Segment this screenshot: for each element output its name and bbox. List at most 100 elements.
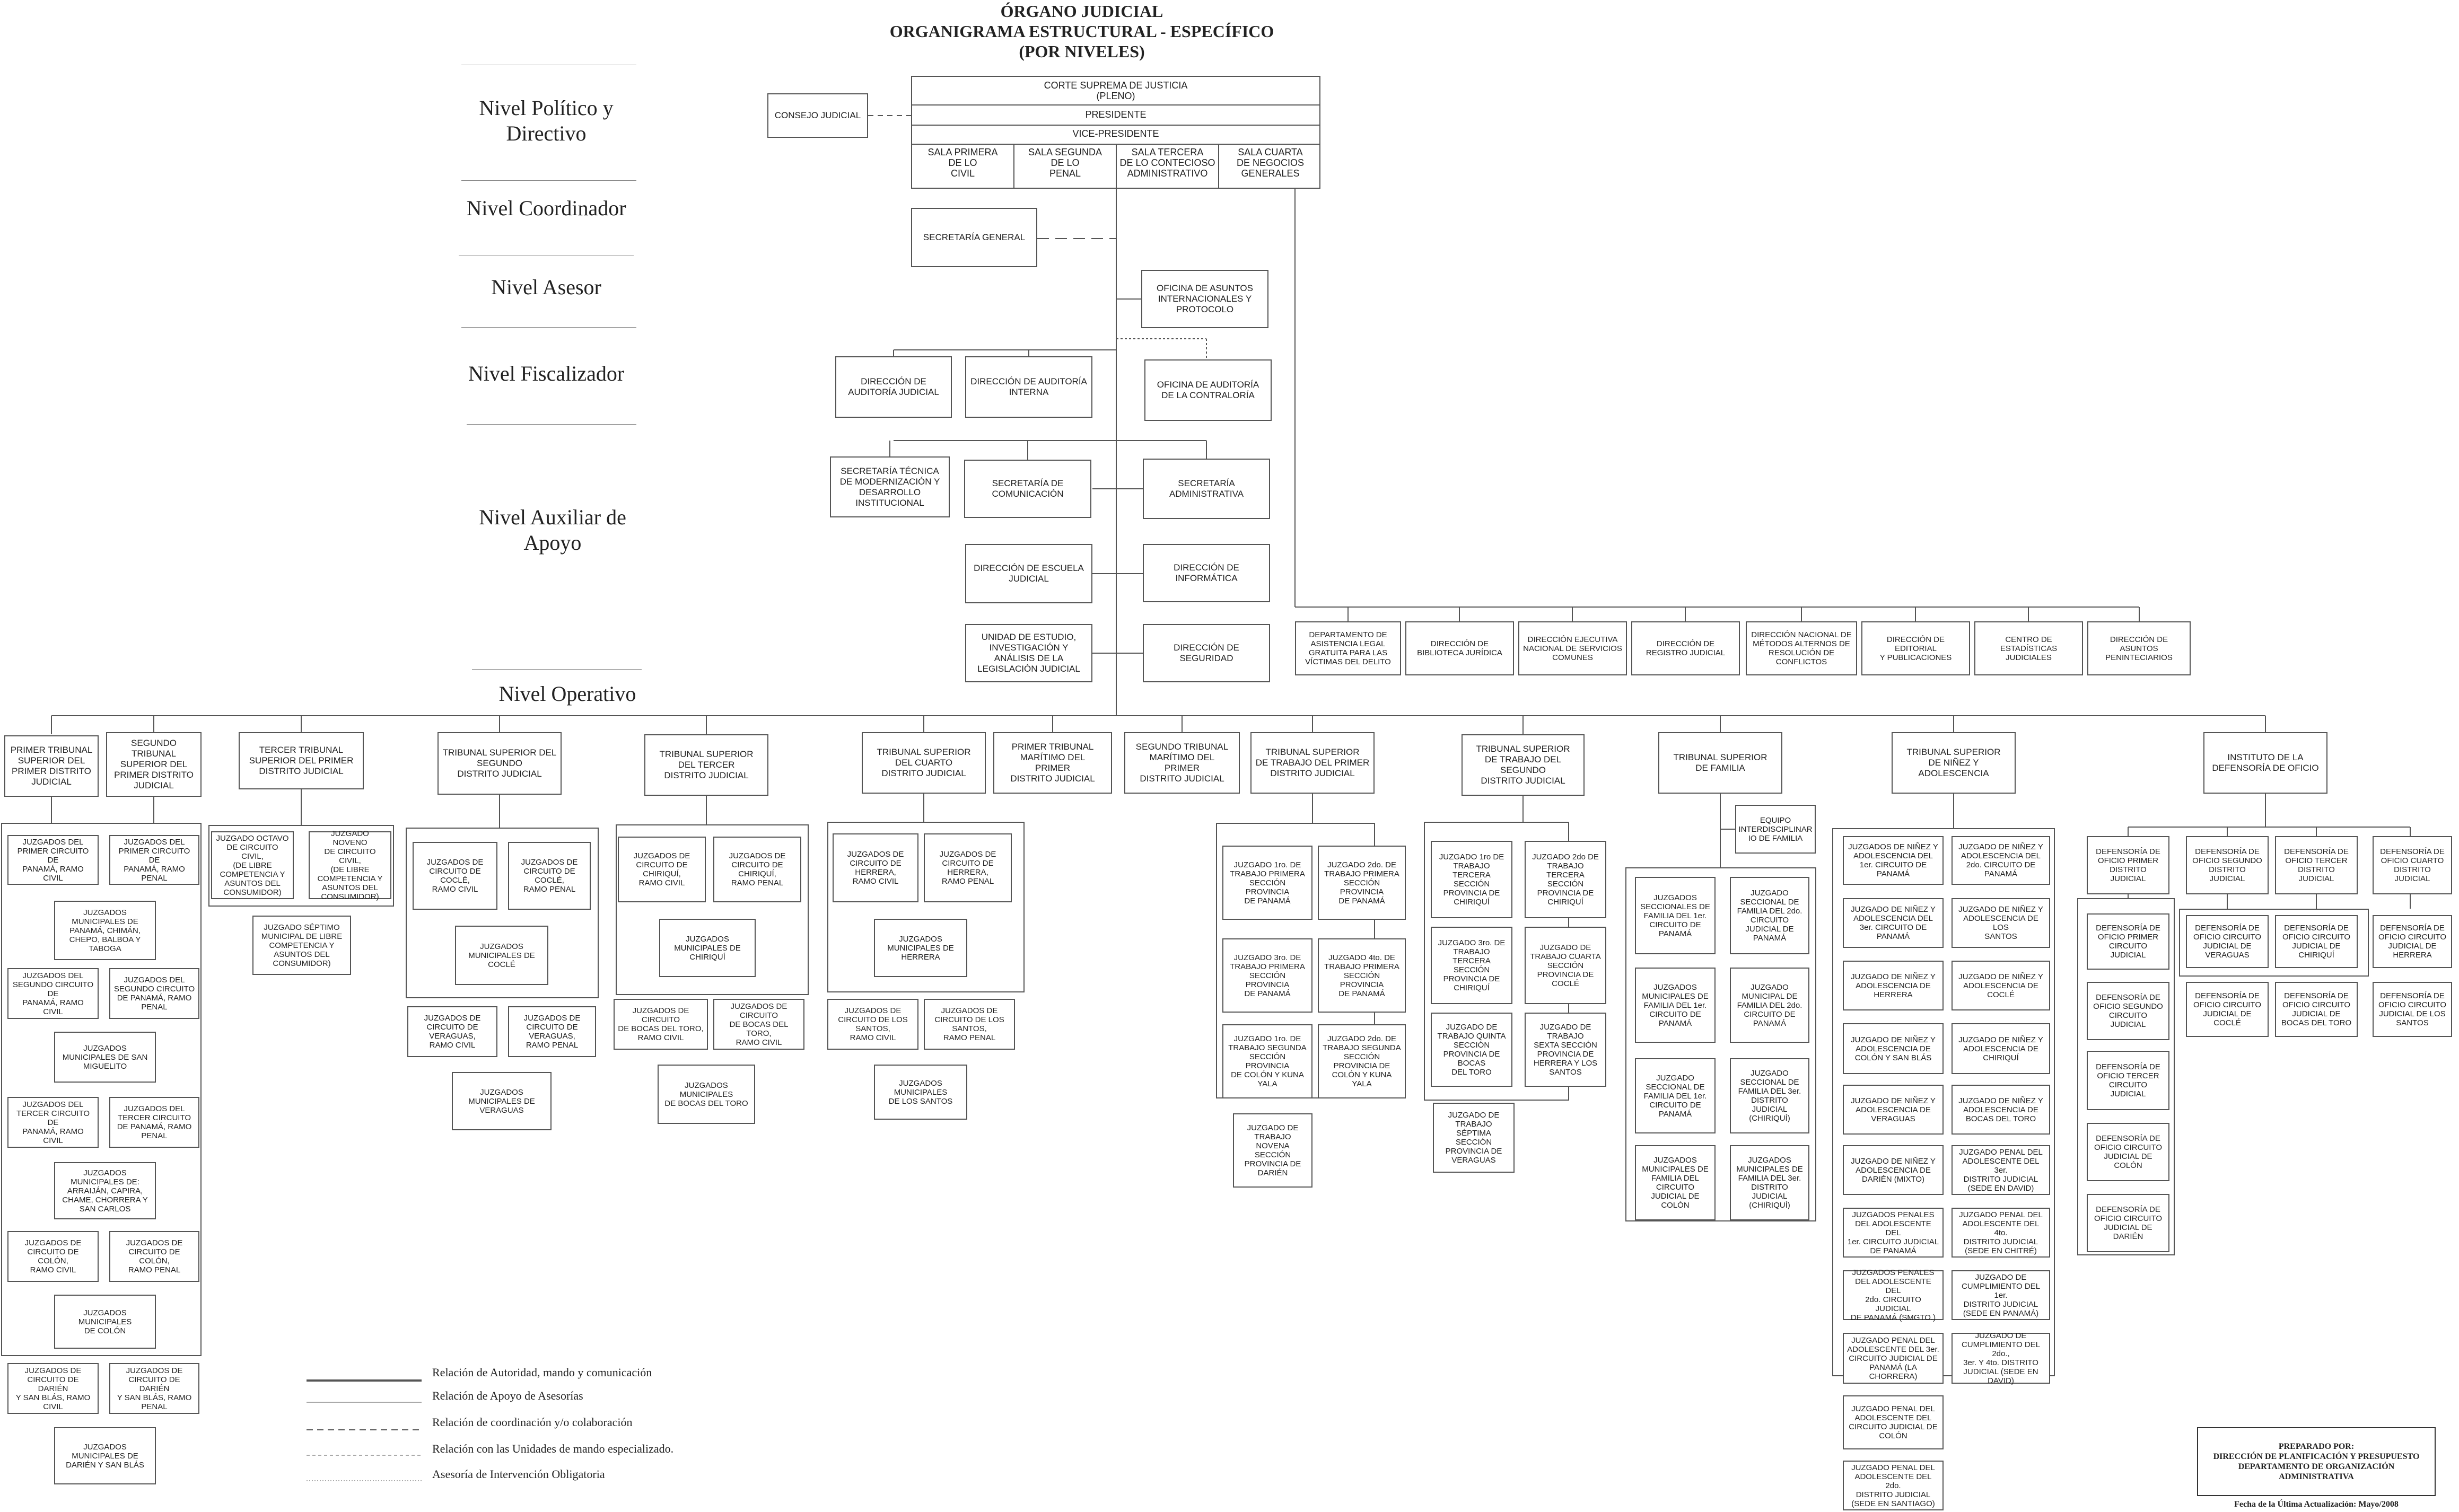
juzgado-box[interactable]: JUZGADOS MUNICIPALES DE SAN MIGUELITO: [54, 1032, 156, 1083]
juzgado-box[interactable]: JUZGADO SECCIONAL DE FAMILIA DEL 1er. CI…: [1635, 1058, 1716, 1133]
juzgado-box[interactable]: JUZGADOS MUNICIPALES DE: ARRAIJÁN, CAPIR…: [54, 1162, 156, 1219]
juzgado-box[interactable]: JUZGADOS DE CIRCUITO DE CHIRIQUÍ, RAMO C…: [618, 837, 706, 902]
juzgado-box[interactable]: JUZGADO PENAL DEL ADOLESCENTE DEL 3er. C…: [1843, 1333, 1944, 1384]
juzgado-box[interactable]: JUZGADO 2do DE TRABAJO TERCERA SECCIÓN P…: [1525, 841, 1606, 918]
defensoria-box[interactable]: DEFENSORÍA DE OFICIO CIRCUITO JUDICIAL D…: [2373, 915, 2452, 968]
tribunal-box[interactable]: PRIMER TRIBUNAL MARÍTIMO DEL PRIMER DIST…: [993, 732, 1112, 794]
juzgado-box[interactable]: JUZGADOS DEL TERCER CIRCUITO DE PANAMÁ, …: [109, 1097, 199, 1148]
juzgado-box[interactable]: JUZGADOS DE CIRCUITO DE LOS SANTOS, RAMO…: [924, 999, 1015, 1050]
informatica-box[interactable]: DIRECCIÓN DE INFORMÁTICA: [1143, 544, 1270, 602]
tribunal-box[interactable]: PRIMER TRIBUNAL SUPERIOR DEL PRIMER DIST…: [4, 735, 99, 797]
juzgado-box[interactable]: JUZGADOS DE CIRCUITO DE CHIRIQUÍ, RAMO P…: [713, 837, 801, 902]
juzgado-box[interactable]: JUZGADO DE CUMPLIMIENTO DEL 2do., 3er. Y…: [1952, 1331, 2050, 1385]
juzgado-box[interactable]: JUZGADO DE NIÑEZ Y ADOLESCENCIA DE LOS S…: [1952, 898, 2050, 948]
defensoria-box[interactable]: DEFENSORÍA DE OFICIO SEGUNDO CIRCUITO JU…: [2087, 982, 2169, 1040]
defensoria-box[interactable]: DEFENSORÍA DE OFICIO CIRCUITO JUDICIAL D…: [2087, 1123, 2169, 1181]
tribunal-box[interactable]: INSTITUTO DE LA DEFENSORÍA DE OFICIO: [2203, 732, 2327, 794]
direccion-box[interactable]: DIRECCIÓN DE EDITORIAL Y PUBLICACIONES: [1861, 621, 1970, 675]
juzgado-box[interactable]: JUZGADOS MUNICIPALES DE VERAGUAS: [452, 1072, 552, 1130]
tribunal-box[interactable]: TRIBUNAL SUPERIOR DEL TERCER DISTRITO JU…: [644, 734, 768, 796]
defensoria-box[interactable]: DEFENSORÍA DE OFICIO TERCER DISTRITO JUD…: [2275, 836, 2358, 894]
juzgado-box[interactable]: JUZGADO OCTAVO DE CIRCUITO CIVIL, (DE LI…: [211, 831, 294, 899]
juzgado-box[interactable]: JUZGADOS DEL PRIMER CIRCUITO DE PANAMÁ, …: [7, 835, 99, 885]
auditoria-contraloria-box[interactable]: OFICINA DE AUDITORÍA DE LA CONTRALORÍA: [1144, 359, 1272, 421]
juzgado-box[interactable]: JUZGADO DE TRABAJO SÉPTIMA SECCIÓN PROVI…: [1433, 1103, 1515, 1173]
juzgado-box[interactable]: JUZGADO 1ro DE TRABAJO TERCERA SECCIÓN P…: [1431, 841, 1512, 918]
direccion-box[interactable]: DIRECCIÓN EJECUTIVA NACIONAL DE SERVICIO…: [1518, 621, 1627, 675]
juzgado-box[interactable]: JUZGADOS PENALES DEL ADOLESCENTE DEL 1er…: [1843, 1208, 1944, 1258]
juzgado-box[interactable]: JUZGADOS DEL TERCER CIRCUITO DE PANAMÁ, …: [7, 1097, 99, 1148]
tribunal-box[interactable]: TRIBUNAL SUPERIOR DEL CUARTO DISTRITO JU…: [862, 732, 986, 794]
defensoria-box[interactable]: DEFENSORÍA DE OFICIO CIRCUITO JUDICIAL D…: [2275, 982, 2358, 1037]
juzgado-box[interactable]: JUZGADOS MUNICIPALES DE COLÓN: [54, 1295, 156, 1349]
juzgado-box[interactable]: JUZGADO DE TRABAJO CUARTA SECCIÓN PROVIN…: [1525, 927, 1606, 1004]
tribunal-box[interactable]: TERCER TRIBUNAL SUPERIOR DEL PRIMER DIST…: [239, 732, 364, 789]
sala-segunda[interactable]: SALA SEGUNDA DE LO PENAL: [1014, 144, 1117, 189]
secretaria-administrativa-box[interactable]: SECRETARÍA ADMINISTRATIVA: [1143, 459, 1270, 519]
juzgado-box[interactable]: JUZGADO DE NIÑEZ Y ADOLESCENCIA DEL 3er.…: [1843, 898, 1944, 948]
juzgado-box[interactable]: JUZGADOS DE CIRCUITO DE HERRERA, RAMO PE…: [924, 833, 1012, 902]
defensoria-box[interactable]: DEFENSORÍA DE OFICIO CUARTO DISTRITO JUD…: [2373, 836, 2452, 894]
juzgado-box[interactable]: JUZGADO DE TRABAJO QUINTA SECCIÓN PROVIN…: [1431, 1013, 1512, 1087]
juzgado-box[interactable]: JUZGADOS MUNICIPALES DE PANAMÁ, CHIMÁN, …: [54, 901, 156, 960]
direccion-box[interactable]: DIRECCIÓN NACIONAL DE MÉTODOS ALTERNOS D…: [1746, 621, 1857, 675]
defensoria-box[interactable]: DEFENSORÍA DE OFICIO CIRCUITO JUDICIAL D…: [2087, 1194, 2169, 1252]
juzgado-box[interactable]: JUZGADOS MUNICIPALES DE LOS SANTOS: [874, 1065, 967, 1120]
juzgado-box[interactable]: JUZGADO 1ro. DE TRABAJO PRIMERA SECCIÓN …: [1222, 846, 1312, 920]
juzgado-box[interactable]: JUZGADOS DE CIRCUITO DE VERAGUAS, RAMO P…: [508, 1006, 596, 1057]
juzgado-box[interactable]: JUZGADOS MUNICIPALES DE BOCAS DEL TORO: [658, 1065, 755, 1124]
juzgado-box[interactable]: JUZGADOS DEL SEGUNDO CIRCUITO DE PANAMÁ,…: [109, 968, 199, 1019]
juzgado-box[interactable]: JUZGADOS DE CIRCUITO DE HERRERA, RAMO CI…: [833, 833, 918, 902]
juzgado-box[interactable]: JUZGADO DE NIÑEZ Y ADOLESCENCIA DEL 2do.…: [1952, 836, 2050, 885]
direccion-box[interactable]: DIRECCIÓN DE ASUNTOS PENINTECIARIOS: [2087, 621, 2191, 675]
tribunal-box[interactable]: TRIBUNAL SUPERIOR DE TRABAJO DEL PRIMER …: [1250, 732, 1375, 794]
juzgado-box[interactable]: JUZGADOS MUNICIPALES DE COCLÉ: [455, 926, 548, 985]
defensoria-box[interactable]: DEFENSORÍA DE OFICIO CIRCUITO JUDICIAL D…: [2186, 982, 2269, 1037]
juzgado-box[interactable]: JUZGADOS MUNICIPALES DE FAMILIA DEL CIRC…: [1635, 1145, 1716, 1220]
juzgado-box[interactable]: JUZGADO DE CUMPLIMIENTO DEL 1er. DISTRIT…: [1952, 1270, 2050, 1320]
direccion-box[interactable]: DEPARTAMENTO DE ASISTENCIA LEGAL GRATUIT…: [1295, 621, 1401, 675]
juzgado-box[interactable]: JUZGADOS MUNICIPALES DE FAMILIA DEL 1er.…: [1635, 968, 1716, 1043]
juzgado-box[interactable]: JUZGADOS DE CIRCUITO DE COCLÉ, RAMO PENA…: [508, 842, 591, 910]
equipo-interdisciplinario-box[interactable]: EQUIPO INTERDISCIPLINAR IO DE FAMILIA: [1735, 805, 1816, 854]
tribunal-box[interactable]: TRIBUNAL SUPERIOR DE FAMILIA: [1658, 732, 1782, 794]
juzgado-box[interactable]: JUZGADOS DE NIÑEZ Y ADOLESCENCIA DEL 1er…: [1843, 836, 1944, 885]
juzgado-box[interactable]: JUZGADOS DEL PRIMER CIRCUITO DE PANAMÁ, …: [109, 835, 199, 885]
direccion-box[interactable]: DIRECCIÓN DE REGISTRO JUDICIAL: [1631, 621, 1740, 675]
juzgado-box[interactable]: JUZGADO DE NIÑEZ Y ADOLESCENCIA DE CHIRI…: [1952, 1023, 2050, 1074]
defensoria-box[interactable]: DEFENSORÍA DE OFICIO CIRCUITO JUDICIAL D…: [2373, 982, 2452, 1037]
defensoria-box[interactable]: DEFENSORÍA DE OFICIO PRIMER CIRCUITO JUD…: [2087, 913, 2169, 970]
juzgado-box[interactable]: JUZGADOS MUNICIPALES DE DARIÉN Y SAN BLÁ…: [54, 1427, 156, 1484]
juzgado-box[interactable]: JUZGADOS DE CIRCUITO DE COLÓN, RAMO CIVI…: [7, 1231, 99, 1282]
sala-primera[interactable]: SALA PRIMERA DE LO CIVIL: [912, 144, 1014, 189]
juzgado-box[interactable]: JUZGADO DE TRABAJO SEXTA SECCIÓN PROVINC…: [1525, 1013, 1606, 1087]
juzgado-box[interactable]: JUZGADOS DE CIRCUITO DE BOCAS DEL TORO, …: [713, 999, 804, 1050]
juzgado-box[interactable]: JUZGADOS DE CIRCUITO DE LOS SANTOS, RAMO…: [827, 999, 918, 1050]
sala-tercera[interactable]: SALA TERCERA DE LO CONTECIOSO ADMINISTRA…: [1117, 144, 1219, 189]
tribunal-box[interactable]: TRIBUNAL SUPERIOR DEL SEGUNDO DISTRITO J…: [437, 732, 562, 795]
juzgado-box[interactable]: JUZGADO 3ro. DE TRABAJO PRIMERA SECCIÓN …: [1222, 938, 1312, 1013]
secretaria-general-box[interactable]: SECRETARÍA GENERAL: [911, 208, 1037, 267]
juzgado-box[interactable]: JUZGADOS DE CIRCUITO DE DARIÉN Y SAN BLÁ…: [7, 1363, 99, 1414]
defensoria-box[interactable]: DEFENSORÍA DE OFICIO SEGUNDO DISTRITO JU…: [2186, 836, 2269, 894]
juzgado-box[interactable]: JUZGADO DE TRABAJO NOVENA SECCIÓN PROVIN…: [1233, 1113, 1312, 1188]
auditoria-judicial-box[interactable]: DIRECCIÓN DE AUDITORÍA JUDICIAL: [835, 356, 952, 418]
direccion-box[interactable]: DIRECCIÓN DE BIBLIOTECA JURÍDICA: [1405, 621, 1514, 675]
tribunal-box[interactable]: TRIBUNAL SUPERIOR DE NIÑEZ Y ADOLESCENCI…: [1892, 732, 2016, 794]
auditoria-interna-box[interactable]: DIRECCIÓN DE AUDITORÍA INTERNA: [965, 356, 1092, 418]
juzgado-box[interactable]: JUZGADO DE NIÑEZ Y ADOLESCENCIA DE BOCAS…: [1952, 1085, 2050, 1135]
juzgado-box[interactable]: JUZGADO PENAL DEL ADOLESCENTE DEL CIRCUI…: [1843, 1395, 1944, 1449]
juzgado-box[interactable]: JUZGADO PENAL DEL ADOLESCENTE DEL 3er. D…: [1952, 1145, 2050, 1195]
escuela-judicial-box[interactable]: DIRECCIÓN DE ESCUELA JUDICIAL: [965, 544, 1092, 603]
juzgado-box[interactable]: JUZGADOS DE CIRCUITO DE VERAGUAS, RAMO C…: [407, 1006, 497, 1057]
secretaria-comunicacion-box[interactable]: SECRETARÍA DE COMUNICACIÓN: [964, 460, 1091, 518]
unidad-estudio-box[interactable]: UNIDAD DE ESTUDIO, INVESTIGACIÓN Y ANÁLI…: [965, 624, 1092, 682]
defensoria-box[interactable]: DEFENSORÍA DE OFICIO CIRCUITO JUDICIAL D…: [2275, 915, 2358, 968]
corte-suprema-box[interactable]: CORTE SUPREMA DE JUSTICIA (PLENO) PRESID…: [911, 76, 1320, 189]
defensoria-box[interactable]: DEFENSORÍA DE OFICIO CIRCUITO JUDICIAL D…: [2186, 915, 2269, 968]
juzgado-box[interactable]: JUZGADOS DE CIRCUITO DE BOCAS DEL TORO, …: [614, 999, 708, 1050]
seguridad-box[interactable]: DIRECCIÓN DE SEGURIDAD: [1143, 624, 1270, 682]
juzgado-box[interactable]: JUZGADOS PENALES DEL ADOLESCENTE DEL 2do…: [1843, 1268, 1944, 1322]
juzgado-box[interactable]: JUZGADO DE NIÑEZ Y ADOLESCENCIA DE COCLÉ: [1952, 961, 2050, 1010]
juzgado-box[interactable]: JUZGADOS MUNICIPALES DE FAMILIA DEL 3er.…: [1730, 1145, 1809, 1220]
